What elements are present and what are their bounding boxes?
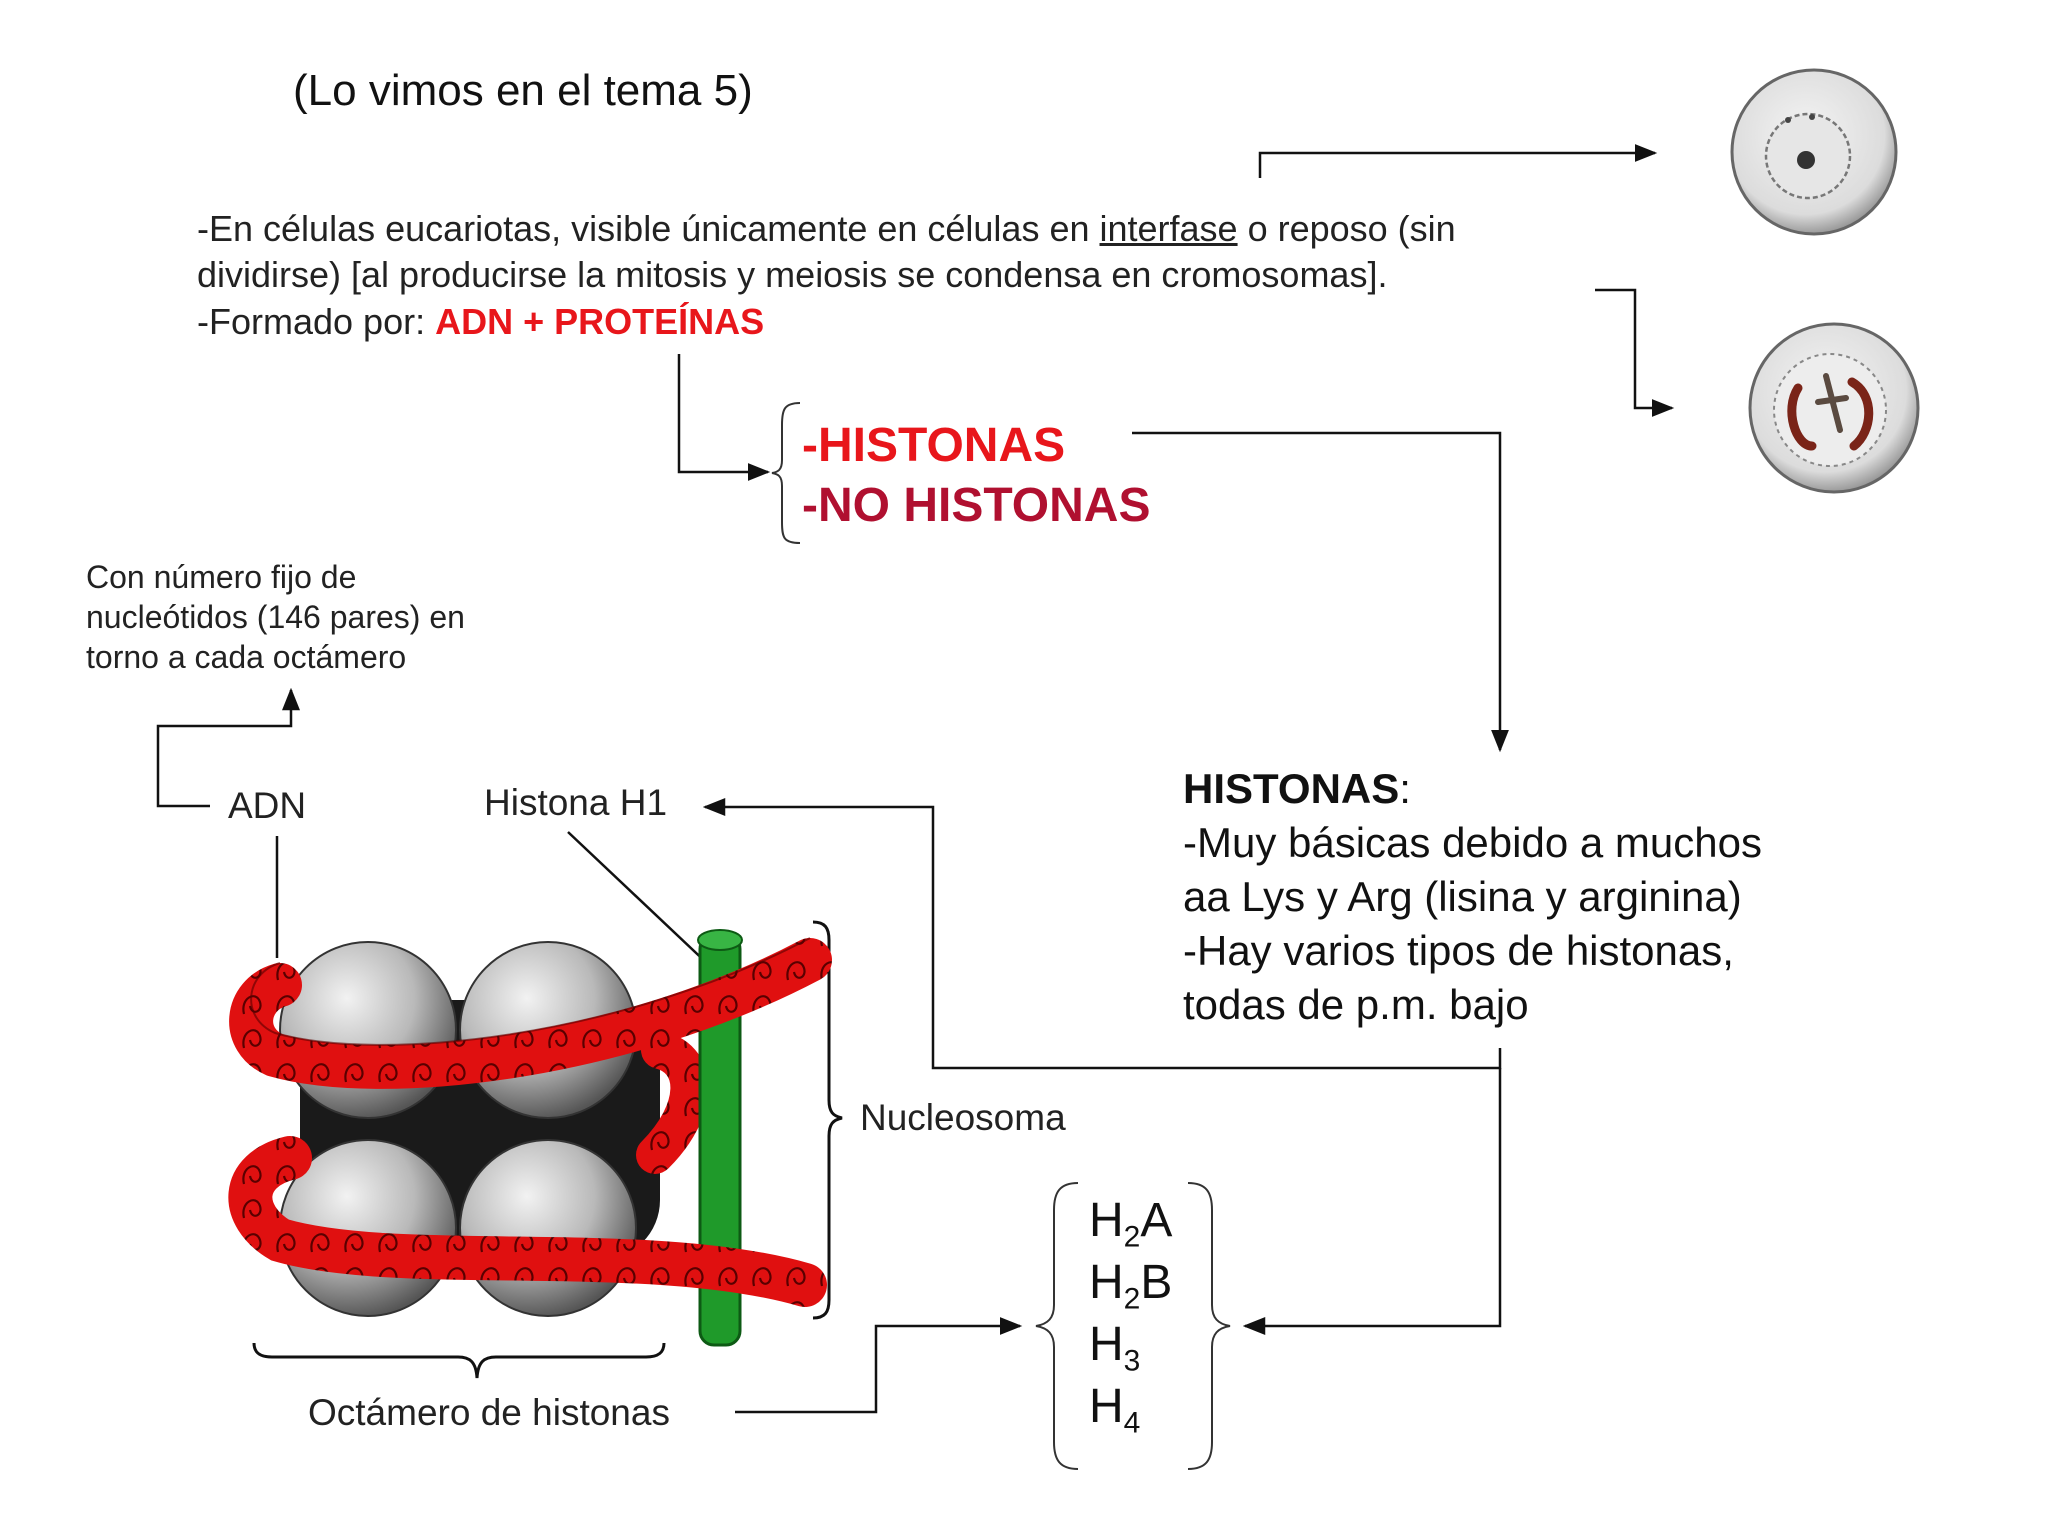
nucleotide-note-line-3: torno a cada octámero xyxy=(86,639,407,675)
arrow-to-protein-types xyxy=(677,354,771,481)
histonas-item: -HISTONAS xyxy=(802,419,1066,472)
nucleosoma-brace xyxy=(812,920,843,1320)
dividing-cell-image xyxy=(1748,322,1920,494)
arrow-to-interphase-cell xyxy=(1258,144,1658,178)
histona-h1-label: Histona H1 xyxy=(484,782,668,823)
h3-sub: 3 xyxy=(1123,1344,1141,1378)
interphase-cell-image xyxy=(1730,68,1898,236)
histonas-line-4: todas de p.m. bajo xyxy=(1183,981,1529,1028)
intro-line-1-end: o reposo (sin xyxy=(1237,208,1456,249)
histone-types-right-brace xyxy=(1187,1182,1231,1470)
h2b-sub: 2 xyxy=(1123,1282,1141,1316)
h2a-suffix: A xyxy=(1140,1194,1173,1247)
arrow-to-dividing-cell xyxy=(1595,288,1675,417)
protein-types-brace xyxy=(771,402,801,544)
histone-types-left-brace xyxy=(1035,1182,1079,1470)
h1-pointer-line xyxy=(567,831,713,969)
nucleotide-note-line-2: nucleótidos (146 pares) en xyxy=(86,599,465,635)
histone-type-h2a: H2A xyxy=(1089,1193,1172,1255)
histone-type-h2b: H2B xyxy=(1089,1255,1172,1317)
h4-sub: 4 xyxy=(1123,1406,1141,1440)
adn-proteinas-highlight: ADN + PROTEÍNAS xyxy=(435,301,765,342)
histonas-line-2: aa Lys y Arg (lisina y arginina) xyxy=(1183,873,1742,920)
h3-base: H xyxy=(1089,1318,1124,1371)
no-histonas-item: -NO HISTONAS xyxy=(802,479,1151,532)
intro-line-2: dividirse) [al producirse la mitosis y m… xyxy=(197,254,1388,295)
nucleotide-note-line-1: Con número fijo de xyxy=(86,559,357,595)
histonas-line-3: -Hay varios tipos de histonas, xyxy=(1183,927,1734,974)
arrow-adn-to-note xyxy=(156,687,300,808)
h2b-base: H xyxy=(1089,1256,1124,1309)
h2b-suffix: B xyxy=(1140,1256,1173,1309)
octamero-brace xyxy=(252,1342,666,1379)
arrow-to-histona-h1 xyxy=(702,798,1502,1070)
adn-label: ADN xyxy=(228,785,307,826)
arrow-to-histonas-box xyxy=(1132,431,1509,753)
nucleosoma-label: Nucleosoma xyxy=(860,1097,1066,1138)
intro-line-3: -Formado por: ADN + PROTEÍNAS xyxy=(197,301,764,343)
h4-base: H xyxy=(1089,1380,1124,1433)
intro-line-1-start: -En células eucariotas, visible únicamen… xyxy=(197,208,1100,249)
h2a-base: H xyxy=(1089,1194,1124,1247)
interfase-term: interfase xyxy=(1099,208,1238,249)
histonas-title: HISTONAS: xyxy=(1183,765,1411,813)
arrow-octamer-to-histone-types xyxy=(735,1317,1023,1414)
formado-por-label: -Formado por: xyxy=(197,301,436,342)
histonas-title-colon: : xyxy=(1399,765,1411,812)
histone-type-h3: H3 xyxy=(1089,1317,1140,1379)
histonas-line-1: -Muy básicas debido a muchos xyxy=(1183,819,1762,866)
histonas-title-text: HISTONAS xyxy=(1183,765,1400,812)
arrow-to-histone-types xyxy=(1242,1068,1502,1335)
nucleosome-illustration xyxy=(228,929,832,1347)
octamero-label: Octámero de histonas xyxy=(308,1392,670,1433)
intro-line-1: -En células eucariotas, visible únicamen… xyxy=(197,208,1456,250)
h2a-sub: 2 xyxy=(1123,1220,1141,1254)
reference-note: (Lo vimos en el tema 5) xyxy=(293,66,753,115)
histone-type-h4: H4 xyxy=(1089,1379,1140,1441)
